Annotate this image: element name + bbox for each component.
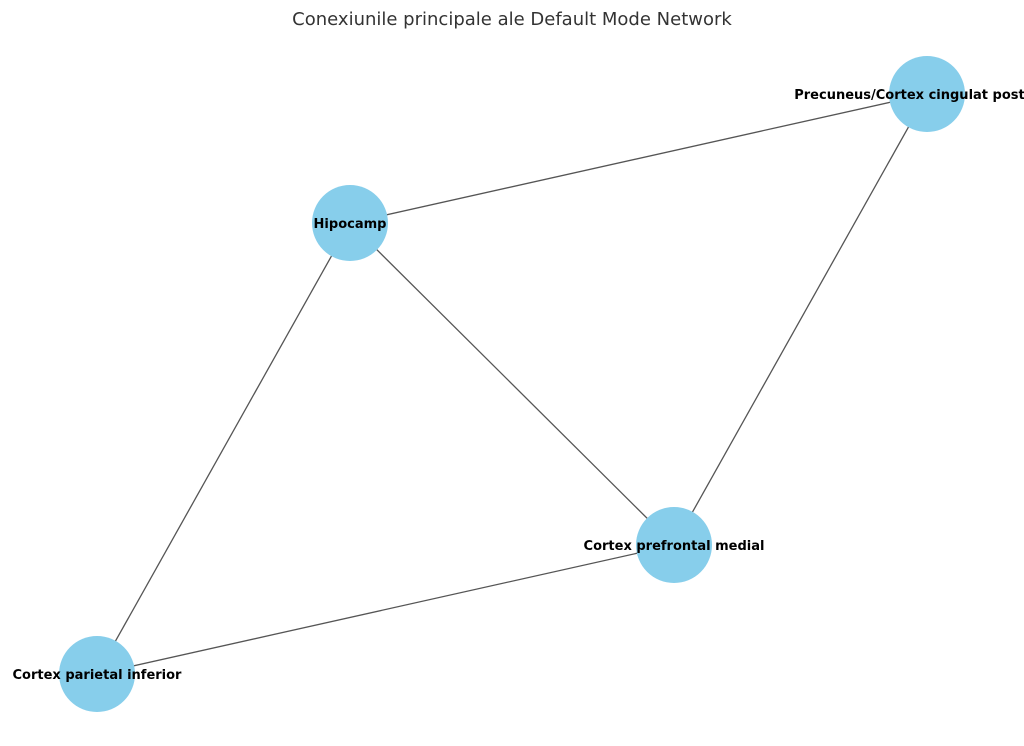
node-precuneus[interactable]: Precuneus/Cortex cingulat posterior	[794, 56, 1024, 132]
node-circle	[889, 56, 965, 132]
node-hipocamp[interactable]: Hipocamp	[312, 185, 388, 261]
node-cortex-prefrontal-medial[interactable]: Cortex prefrontal medial	[584, 507, 765, 583]
edge-hipocamp-cpm	[349, 222, 675, 546]
node-circle	[59, 636, 135, 712]
node-circle	[312, 185, 388, 261]
diagram-title: Conexiunile principale ale Default Mode …	[292, 9, 732, 30]
edge-cpm-cpi	[96, 544, 675, 675]
node-circle	[636, 507, 712, 583]
node-label: Hipocamp	[314, 217, 387, 232]
edge-precuneus-cpm	[673, 93, 928, 546]
edges-layer	[96, 93, 928, 675]
nodes-layer: Precuneus/Cortex cingulat posterior Hipo…	[13, 56, 1024, 712]
edge-hipocamp-cpi	[96, 222, 351, 675]
node-cortex-parietal-inferior[interactable]: Cortex parietal inferior	[13, 636, 183, 712]
node-label: Precuneus/Cortex cingulat posterior	[794, 88, 1024, 103]
edge-precuneus-hipocamp	[349, 93, 928, 224]
node-label: Cortex prefrontal medial	[584, 539, 765, 554]
node-label: Cortex parietal inferior	[13, 668, 183, 683]
